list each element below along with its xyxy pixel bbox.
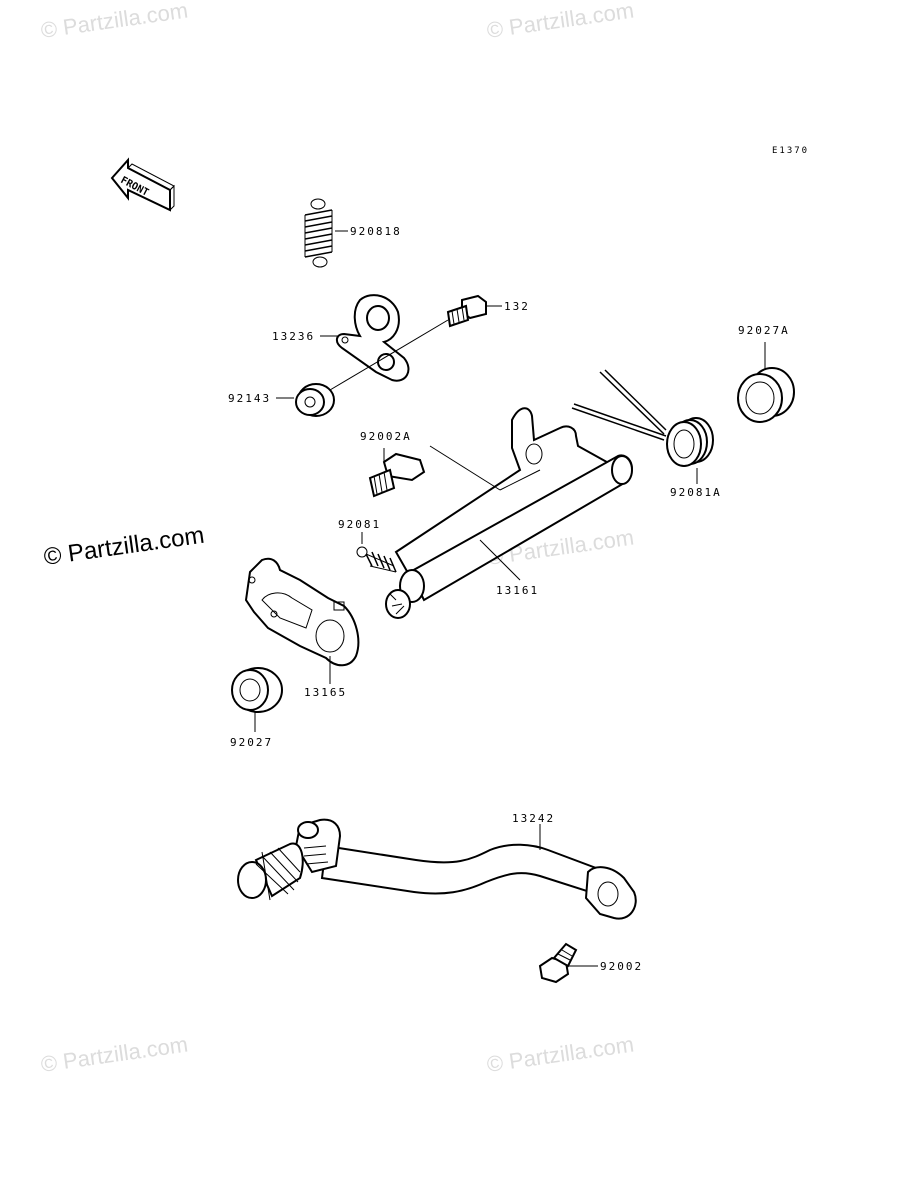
part-label-92002: 92002 bbox=[600, 960, 643, 973]
bolt-92002: 92002 bbox=[538, 942, 643, 984]
part-label-920818: 920818 bbox=[350, 225, 402, 238]
shift-shaft-13161: 13161 bbox=[385, 407, 633, 619]
watermark-text: © Partzilla.com bbox=[39, 0, 189, 43]
watermark-text: © Partzilla.com bbox=[39, 1032, 189, 1077]
watermark-bottom-right: © Partzilla.com bbox=[485, 1032, 635, 1077]
part-label-92027: 92027 bbox=[230, 736, 273, 749]
watermark-text: © Partzilla.com bbox=[485, 0, 635, 43]
part-label-13242: 13242 bbox=[512, 812, 555, 825]
watermark-top-left: © Partzilla.com bbox=[39, 0, 189, 43]
part-label-13161: 13161 bbox=[496, 584, 539, 597]
collar-92143: 92143 bbox=[228, 383, 335, 417]
part-label-92143: 92143 bbox=[228, 392, 271, 405]
part-label-132: 132 bbox=[504, 300, 530, 313]
diagram-code: E1370 bbox=[772, 146, 809, 156]
bolt-92002A: 92002A bbox=[360, 430, 426, 498]
torsion-spring-92081A: 92081A bbox=[571, 369, 722, 499]
watermark-center: © Partzilla.com bbox=[42, 522, 206, 571]
part-label-92081: 92081 bbox=[338, 518, 381, 531]
part-label-92027A: 92027A bbox=[738, 324, 790, 337]
bushing-92027: 92027 bbox=[230, 667, 283, 749]
spring-92081: 92081 bbox=[338, 518, 397, 573]
part-label-92002A: 92002A bbox=[360, 430, 412, 443]
guide-line bbox=[329, 319, 449, 391]
shift-pedal-13242: 13242 bbox=[237, 812, 637, 920]
watermark-text: © Partzilla.com bbox=[485, 1032, 635, 1077]
plate-13236: 13236 bbox=[272, 294, 410, 382]
front-arrow-icon: FRONT bbox=[110, 157, 175, 212]
plate-13165: 13165 bbox=[244, 557, 360, 699]
spring-920818: 920818 bbox=[304, 198, 402, 268]
watermark-bottom-left: © Partzilla.com bbox=[39, 1032, 189, 1077]
watermark-top-right: © Partzilla.com bbox=[485, 0, 635, 43]
part-label-13165: 13165 bbox=[304, 686, 347, 699]
bolt-132: 132 bbox=[446, 294, 530, 328]
part-label-13236: 13236 bbox=[272, 330, 315, 343]
bushing-92027A: 92027A bbox=[737, 324, 795, 423]
part-label-92081A: 92081A bbox=[670, 486, 722, 499]
